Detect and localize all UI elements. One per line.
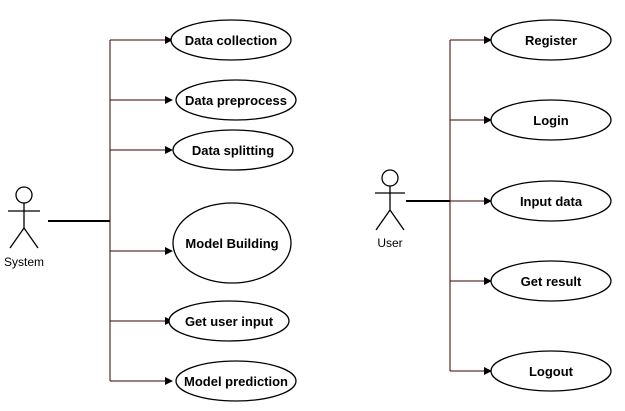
usecase-label: Get result xyxy=(521,274,582,289)
actor-user: User xyxy=(375,169,405,250)
usecase-input-data[interactable]: Input data xyxy=(490,180,612,222)
usecase-model-building[interactable]: Model Building xyxy=(172,202,292,284)
actor-system: System xyxy=(4,186,44,269)
user-connectors xyxy=(406,36,492,375)
actor-user-head xyxy=(381,169,399,187)
usecase-data-preprocess[interactable]: Data preprocess xyxy=(175,79,297,121)
usecase-model-prediction[interactable]: Model prediction xyxy=(175,360,297,402)
actor-user-right-leg xyxy=(389,209,405,231)
usecase-get-user-input[interactable]: Get user input xyxy=(168,300,290,342)
actor-user-label: User xyxy=(377,236,402,250)
usecase-data-splitting[interactable]: Data splitting xyxy=(172,129,294,171)
usecase-label: Data collection xyxy=(185,33,278,48)
usecase-label: Model prediction xyxy=(184,374,288,389)
usecase-register[interactable]: Register xyxy=(490,19,612,61)
usecase-login[interactable]: Login xyxy=(490,99,612,141)
actor-system-head xyxy=(15,186,33,204)
usecase-label: Input data xyxy=(520,194,583,209)
usecase-data-collection[interactable]: Data collection xyxy=(170,19,292,61)
system-connectors xyxy=(48,36,173,385)
usecase-label: Model Building xyxy=(185,236,278,251)
usecase-label: Logout xyxy=(529,364,574,379)
actor-system-left-leg xyxy=(9,227,25,249)
usecase-label: Login xyxy=(533,113,568,128)
usecase-get-result[interactable]: Get result xyxy=(490,260,612,302)
actor-system-right-leg xyxy=(23,227,39,249)
usecase-label: Data splitting xyxy=(192,143,274,158)
usecase-label: Get user input xyxy=(185,314,274,329)
usecase-label: Register xyxy=(525,33,577,48)
actor-system-label: System xyxy=(4,255,44,269)
usecase-label: Data preprocess xyxy=(185,93,287,108)
actor-user-left-leg xyxy=(375,209,391,231)
usecase-logout[interactable]: Logout xyxy=(490,350,612,392)
